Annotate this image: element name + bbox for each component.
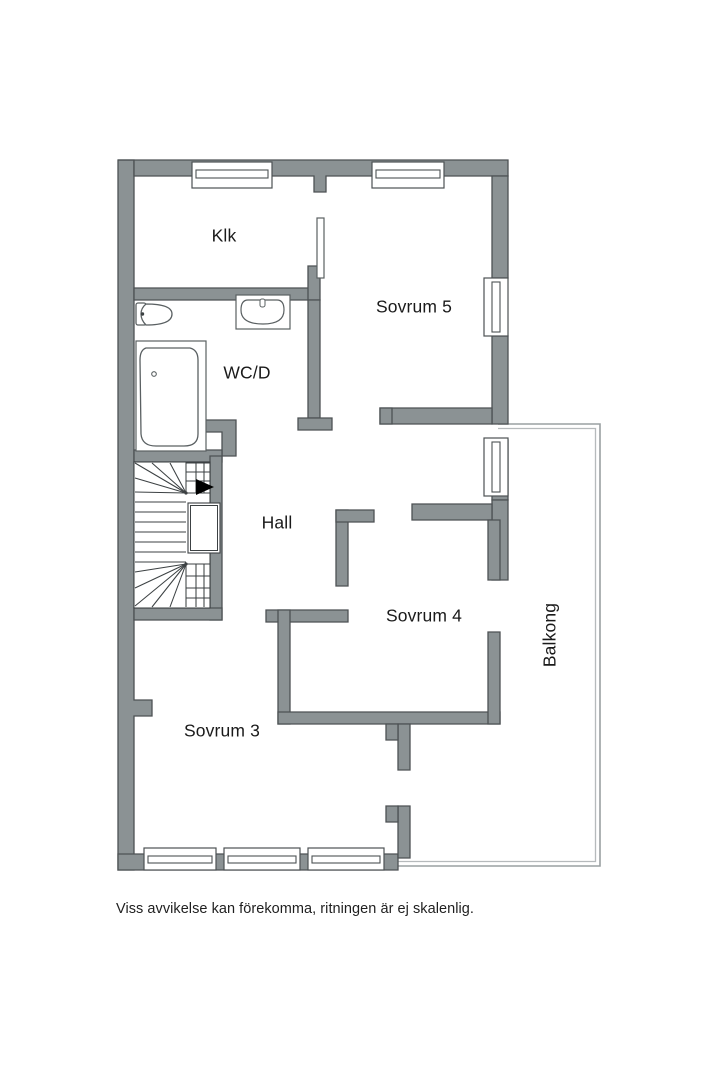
wall-sovrum4-west [277, 609, 291, 725]
stair-up-arrow-icon [196, 479, 214, 495]
wall-sovrum3-east-stub-top [385, 723, 399, 741]
wall-stair-south [133, 607, 223, 621]
wall-sovrum4-east-upper [487, 519, 501, 581]
wall-east-upper [491, 175, 509, 279]
window-top-left [191, 161, 273, 189]
room-labels: Klk WC/D Sovrum 5 Hall Sovrum 4 Sovrum 3… [184, 226, 560, 741]
wall-hall-sovrum4-top [335, 509, 375, 523]
room-label-sovrum3: Sovrum 3 [184, 721, 260, 741]
bathtub-icon [135, 340, 207, 452]
room-label-balkong: Balkong [540, 603, 560, 667]
doors [316, 217, 325, 279]
disclaimer-caption: Viss avvikelse kan förekomma, ritningen … [116, 901, 474, 917]
bathroom-fixtures [135, 294, 291, 452]
wall-sovrum3-east [397, 723, 411, 771]
wall-east-mid [491, 335, 509, 425]
wall-sovrum4-north [411, 503, 493, 521]
window-bottom-left [143, 847, 217, 871]
wall-wcd-east [307, 299, 321, 419]
wall-sovrum5-south [379, 407, 493, 425]
window-top-right [371, 161, 445, 189]
room-label-klk: Klk [212, 226, 237, 246]
window-bottom-center [223, 847, 301, 871]
balcony-outline [398, 423, 601, 867]
door-klk-sliding [316, 217, 325, 279]
windows [143, 161, 509, 871]
wall-sovrum4-east-lower [487, 631, 501, 725]
window-east-upper [483, 277, 509, 337]
wall-sovrum3-east-lower [397, 805, 411, 859]
room-label-wcd: WC/D [223, 363, 270, 383]
room-label-hall: Hall [262, 513, 293, 533]
room-label-sovrum5: Sovrum 5 [376, 297, 452, 317]
wall-sovrum5-south-stub [379, 407, 393, 425]
room-label-sovrum4: Sovrum 4 [386, 606, 462, 626]
wall-stair-north [133, 449, 223, 463]
wall-north [118, 159, 509, 193]
toilet-icon [135, 302, 173, 326]
sink-icon [235, 294, 291, 330]
window-east-lower [483, 437, 509, 497]
staircase [133, 461, 221, 609]
wall-sovrum3-east-stub-bot [385, 805, 399, 823]
wall-wcd-east-foot [297, 417, 333, 431]
wall-sovrum4-south [277, 711, 501, 725]
window-bottom-right [307, 847, 385, 871]
